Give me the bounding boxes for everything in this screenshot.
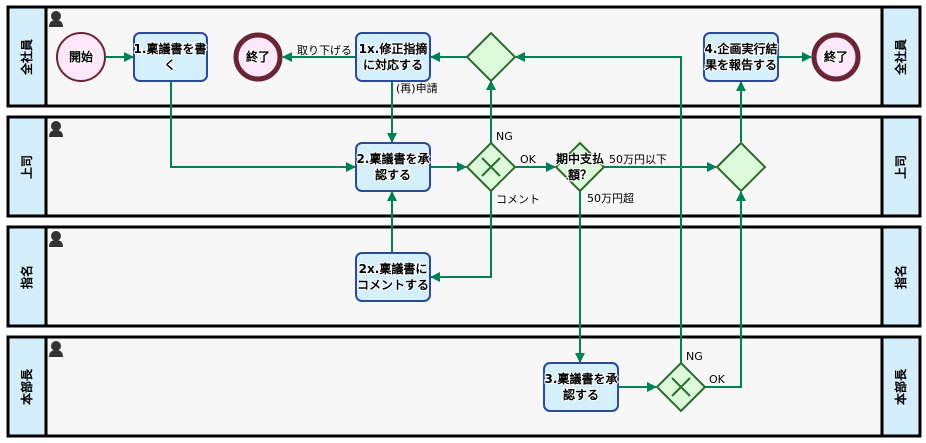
start-event[interactable]: 開始 <box>56 32 106 82</box>
end-event-withdraw[interactable]: 終了 <box>233 32 283 82</box>
lane-header-right[interactable] <box>880 115 922 218</box>
task-label-line1: 3.稟議書を承 <box>545 371 618 386</box>
start-event-label: 開始 <box>69 49 93 64</box>
flow-label-resubmit: (再)申請 <box>396 81 438 95</box>
lane-body <box>6 335 922 438</box>
flow-label-boss-comment: コメント <box>496 193 540 206</box>
exclusive-x-icon <box>481 157 501 177</box>
flow-label-under-500k: 50万円以下 <box>609 153 667 166</box>
lane-header-right[interactable] <box>880 335 922 438</box>
lane-header-left[interactable] <box>6 225 48 328</box>
task-label-line1: 4.企画実行結 <box>705 41 778 56</box>
task-label-line2: 認する <box>563 387 599 402</box>
flow-label-over-500k: 50万円超 <box>587 191 634 205</box>
task-handle-corrections[interactable]: 1x.修正指摘 に対応する <box>355 32 431 82</box>
lane-label-right: 全社員 <box>893 39 908 76</box>
lane-label-left: 上司 <box>19 155 34 179</box>
end-event-report[interactable]: 終了 <box>811 32 861 82</box>
gateway-label-line2: 額？ <box>567 167 592 182</box>
lane-header-left[interactable] <box>6 335 48 438</box>
person-icon <box>49 231 63 247</box>
gateway-head-decision[interactable] <box>655 361 707 413</box>
task-label-line1: 1x.修正指摘 <box>359 41 428 56</box>
gateway-label-line1: 期中支払 <box>556 151 604 166</box>
flow-head-ok[interactable] <box>705 191 746 388</box>
flow-label-head-ok: OK <box>709 373 726 386</box>
exclusive-x-icon <box>671 377 691 397</box>
lane-label-left: 本部長 <box>19 368 34 405</box>
task-label-line1: 2x.稟議書に <box>359 261 428 276</box>
task-label-line2: コメントする <box>357 278 429 292</box>
task-label-line2: 認する <box>375 167 411 182</box>
end-event-label: 終了 <box>246 49 270 64</box>
flow-head-ng[interactable] <box>515 52 682 363</box>
gateway-merge-boss[interactable] <box>715 141 767 193</box>
lane-header-left[interactable] <box>6 115 48 218</box>
task-label-line1: 1.稟議書を書 <box>134 41 207 56</box>
gateway-boss-decision[interactable] <box>465 141 517 193</box>
lane-label-right: 指名 <box>893 265 908 289</box>
flow-label-boss-ng: NG <box>496 130 513 143</box>
task-comment-proposal[interactable]: 2x.稟議書に コメントする <box>355 252 431 302</box>
lane-header-right[interactable] <box>880 225 922 328</box>
task-report-results[interactable]: 4.企画実行結 果を報告する <box>703 32 779 82</box>
gateway-merge-top[interactable] <box>465 31 517 83</box>
task-label-line2: に対応する <box>363 57 423 72</box>
lane-label-right: 上司 <box>893 155 908 179</box>
task-boss-approve[interactable]: 2.稟議書を承 認する <box>355 142 431 192</box>
flow-task1-to-task2[interactable] <box>170 81 356 172</box>
task-head-approve[interactable]: 3.稟議書を承 認する <box>543 362 619 412</box>
task-write-proposal[interactable]: 1.稟議書を書 く <box>133 32 208 82</box>
task-label-line2: 果を報告する <box>704 57 777 72</box>
flow-label-head-ng: NG <box>686 350 703 363</box>
lane-label-left: 全社員 <box>19 39 34 76</box>
lane-label-left: 指名 <box>19 265 34 289</box>
lane-division-head: 本部長 本部長 <box>6 335 922 438</box>
lane-header-right[interactable] <box>880 5 922 108</box>
task-label-line1: 2.稟議書を承 <box>357 151 430 166</box>
person-icon <box>49 121 63 137</box>
flow-label-boss-ok: OK <box>520 153 537 166</box>
person-icon <box>49 11 63 27</box>
task-label-line2: く <box>164 58 176 72</box>
flow-boss-comment[interactable] <box>430 191 492 282</box>
end-event-label: 終了 <box>824 49 848 64</box>
lane-header-left[interactable] <box>6 5 48 108</box>
flow-label-withdraw: 取り下げる <box>297 44 352 57</box>
gateway-amount[interactable]: 期中支払 額？ <box>554 141 606 193</box>
person-icon <box>49 341 63 357</box>
sequence-flows <box>106 52 812 392</box>
lane-label-right: 本部長 <box>893 368 908 405</box>
